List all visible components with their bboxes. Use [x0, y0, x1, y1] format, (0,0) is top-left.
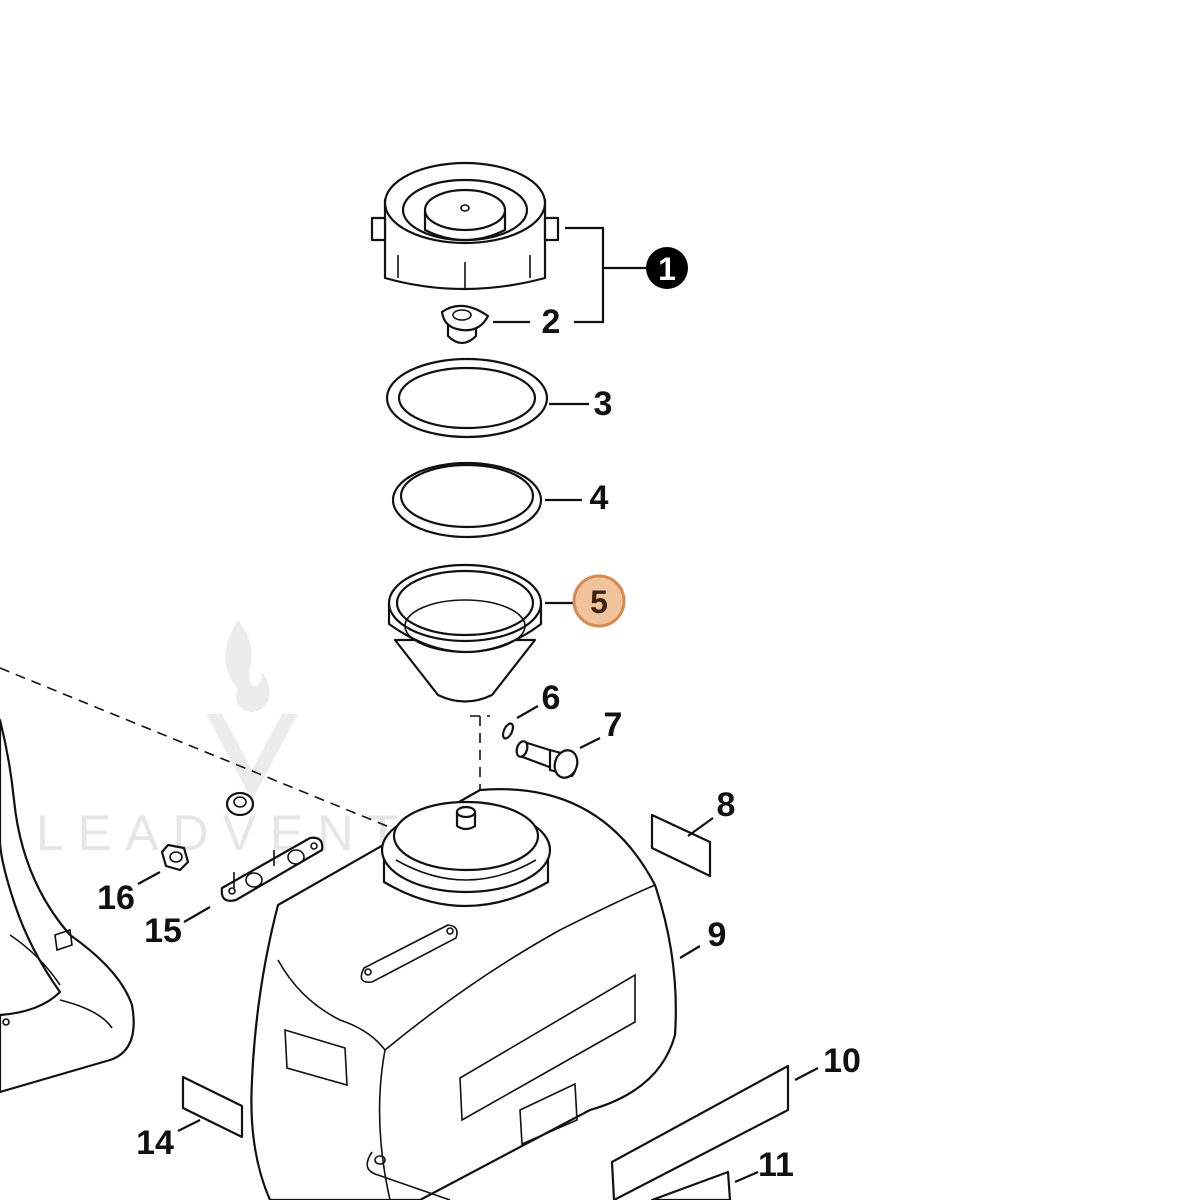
o-ring-part — [501, 722, 515, 740]
callout-6[interactable]: 6 — [542, 679, 561, 717]
callout-9[interactable]: 9 — [708, 916, 727, 954]
watermark-chevron-icon — [206, 714, 298, 800]
mounting-bracket-part — [220, 836, 324, 902]
callout-10[interactable]: 10 — [823, 1042, 861, 1080]
svg-text:1: 1 — [658, 251, 676, 287]
callout-3[interactable]: 3 — [594, 385, 613, 423]
cap-part — [370, 161, 560, 291]
watermark-flame-icon — [225, 620, 270, 712]
svg-text:5: 5 — [590, 584, 608, 620]
callout-16[interactable]: 16 — [97, 879, 135, 917]
nut-upper-part — [225, 791, 255, 817]
leader-lines — [137, 226, 819, 1184]
callout-8[interactable]: 8 — [717, 786, 736, 824]
gasket-large-part — [385, 357, 549, 439]
tank-part — [250, 788, 677, 1200]
callout-14[interactable]: 14 — [136, 1124, 174, 1162]
decal-8 — [650, 813, 712, 878]
strainer-part — [387, 563, 543, 703]
callout-4[interactable]: 4 — [590, 479, 609, 517]
seal-ring-part — [391, 461, 543, 539]
callout-15[interactable]: 15 — [144, 912, 182, 950]
callout-1[interactable]: 1 — [646, 247, 688, 289]
decal-10 — [610, 1064, 790, 1200]
vent-bushing-part — [440, 304, 490, 345]
callout-5[interactable]: 5 — [572, 574, 626, 628]
callout-2[interactable]: 2 — [542, 303, 561, 341]
callout-11[interactable]: 11 — [758, 1146, 794, 1184]
nut-part — [160, 843, 190, 872]
bolt-part — [515, 740, 579, 779]
decal-11 — [650, 1170, 732, 1200]
decal-14 — [181, 1075, 244, 1139]
frame-structure — [0, 718, 135, 1094]
callout-7[interactable]: 7 — [604, 706, 623, 744]
